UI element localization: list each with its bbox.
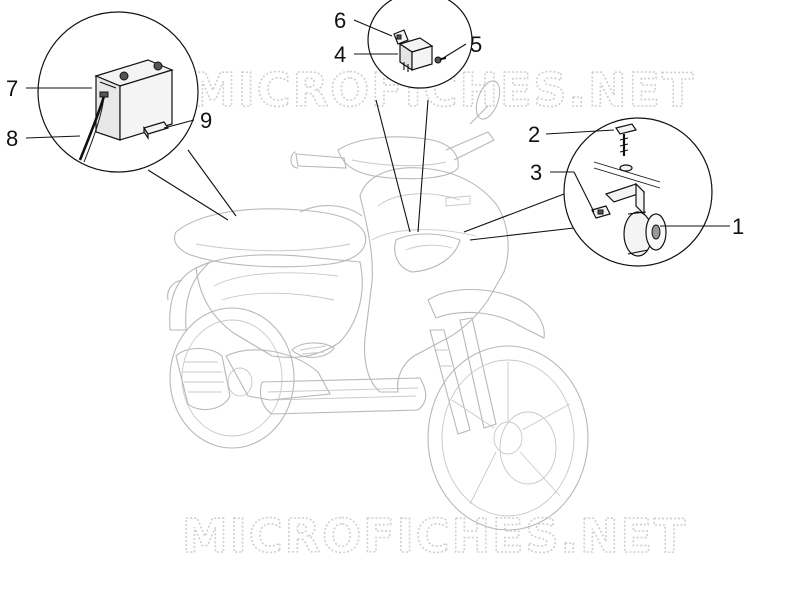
callout-4: 4 xyxy=(334,42,346,67)
battery-part xyxy=(94,59,174,141)
leader-lines xyxy=(147,99,575,241)
callout-labels: 1 2 3 4 5 6 7 8 9 xyxy=(6,8,744,239)
front-wheel xyxy=(427,345,589,531)
horn-nut xyxy=(591,205,611,219)
relay-bracket xyxy=(393,29,409,45)
callout-1: 1 xyxy=(732,214,744,239)
watermark-bottom: MICROFICHES.NET xyxy=(182,509,687,563)
side-vent xyxy=(291,342,335,358)
seat xyxy=(173,205,367,268)
muffler xyxy=(175,347,231,411)
horn-washer xyxy=(619,164,633,172)
callout-2: 2 xyxy=(528,122,540,147)
battery-pad xyxy=(143,121,169,140)
floorboard xyxy=(259,377,427,415)
horn-bolt xyxy=(615,123,637,156)
callout-7: 7 xyxy=(6,76,18,101)
mirror xyxy=(469,80,501,125)
horn-part xyxy=(623,211,667,257)
horn-bracket xyxy=(604,182,646,216)
relay-detail xyxy=(367,0,473,89)
breather-tube xyxy=(78,91,109,163)
legshield xyxy=(359,167,509,393)
handlebar xyxy=(290,131,495,180)
callout-5: 5 xyxy=(470,32,482,57)
front-fork xyxy=(429,317,497,435)
rear-wheel xyxy=(169,307,295,449)
callout-8: 8 xyxy=(6,126,18,151)
scooter-illustration xyxy=(167,80,589,531)
callout-9: 9 xyxy=(200,108,212,133)
callout-leaders xyxy=(25,19,730,227)
battery-detail xyxy=(37,11,199,173)
horn-detail xyxy=(563,117,713,267)
relay-part xyxy=(398,37,434,72)
callout-3: 3 xyxy=(530,160,542,185)
callout-6: 6 xyxy=(334,8,346,33)
